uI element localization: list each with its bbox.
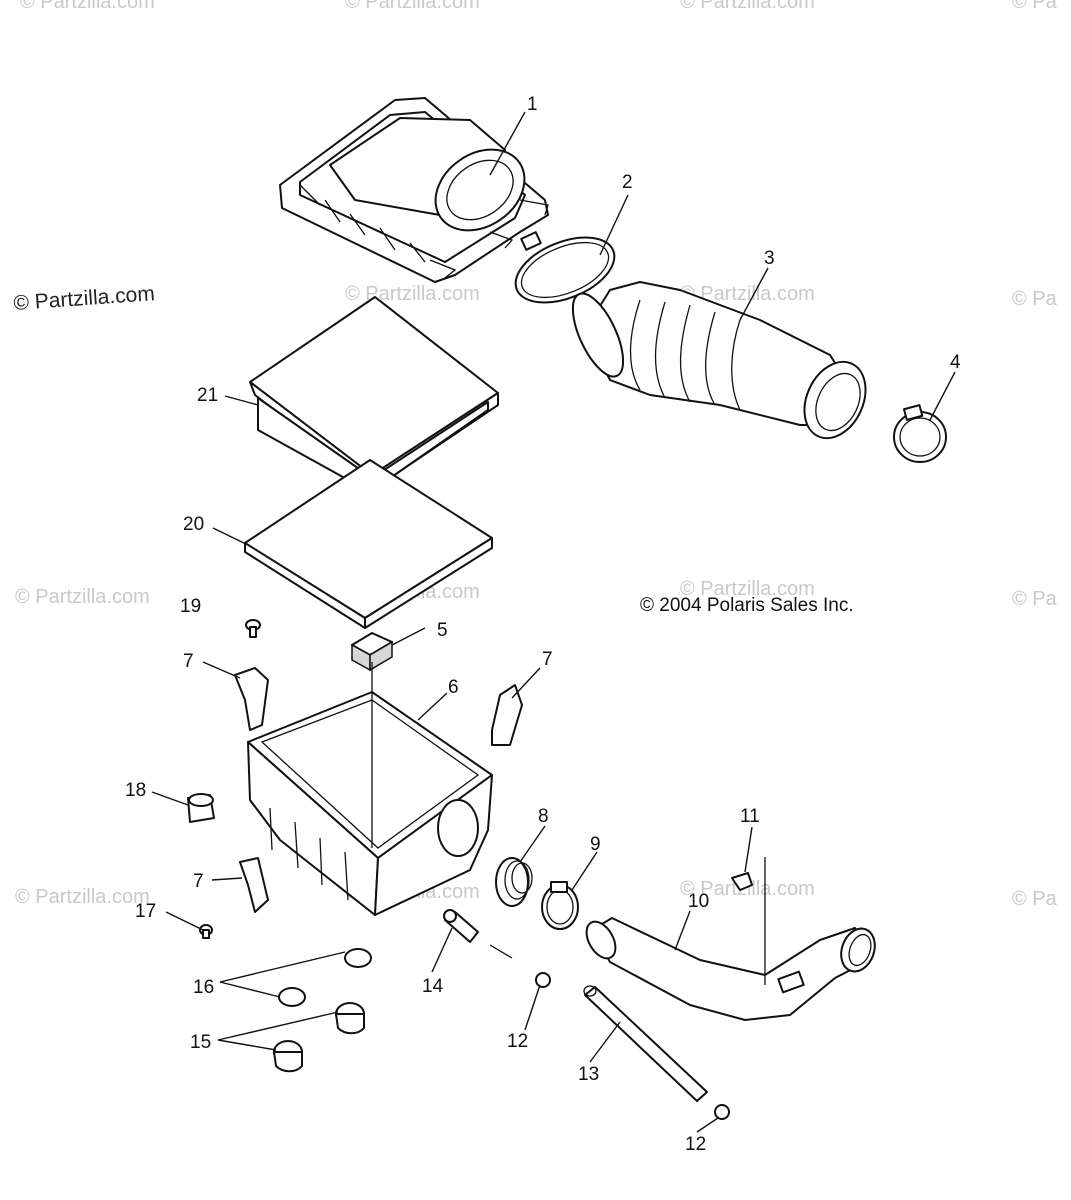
watermark-row2-2: © Partzilla.com (680, 283, 815, 305)
callout-21: 21 (197, 385, 218, 406)
callout-9: 9 (590, 834, 601, 855)
leader-lines (151, 111, 956, 1133)
watermark-row3-4: © Pa (1012, 588, 1058, 610)
callout-13: 13 (578, 1064, 599, 1085)
watermark-row4-1: © Partzilla.com (15, 886, 150, 908)
callout-16: 16 (193, 977, 214, 998)
callout-7c: 7 (193, 871, 204, 892)
part-16-clamps (278, 948, 372, 1007)
callout-7b: 7 (542, 649, 553, 670)
callout-5: 5 (437, 620, 448, 641)
callout-labels: 1 2 3 4 5 6 7 7 7 8 9 10 11 12 12 13 14 … (125, 94, 961, 1155)
part-20-prefilter (244, 459, 493, 629)
callout-11: 11 (740, 806, 760, 827)
copyright-text: © 2004 Polaris Sales Inc. (640, 595, 854, 616)
part-6-airbox (247, 662, 493, 916)
callout-17: 17 (135, 901, 156, 922)
watermark-row2-3: © Pa (1012, 288, 1058, 310)
part-5-block (351, 632, 393, 672)
callout-15: 15 (190, 1032, 211, 1053)
callout-7a: 7 (183, 651, 194, 672)
callout-14: 14 (422, 976, 444, 997)
part-8-grommet (495, 857, 533, 907)
part-21-filter (249, 296, 499, 493)
watermark-main: © Partzilla.com (13, 282, 156, 315)
callout-10: 10 (688, 891, 709, 912)
part-10-intake-tube (585, 857, 876, 1021)
watermark-top-4: © Pa (1012, 0, 1058, 13)
part-12-clamps (535, 972, 730, 1120)
callout-12b: 12 (685, 1134, 706, 1155)
watermark-top-2: © Partzilla.com (345, 0, 480, 13)
callout-20: 20 (183, 514, 204, 535)
callout-2: 2 (622, 172, 633, 193)
callout-12a: 12 (507, 1031, 528, 1052)
watermark-row3-3: © Partzilla.com (680, 578, 815, 600)
part-2-clamp (514, 231, 616, 304)
part-1-airbox-cover (279, 97, 549, 283)
part-3-intake-boot (571, 281, 867, 440)
callout-18: 18 (125, 780, 146, 801)
part-4-clamp (893, 404, 947, 463)
callout-19: 19 (180, 596, 201, 617)
watermark-top-3: © Partzilla.com (680, 0, 815, 13)
part-9-clamp (541, 881, 579, 930)
watermark-row4-4: © Pa (1012, 888, 1058, 910)
watermark-row3-1: © Partzilla.com (15, 586, 150, 608)
part-19-screw (245, 619, 261, 638)
part-7-brackets (234, 667, 523, 913)
part-17-screw (199, 924, 213, 939)
callout-6: 6 (448, 677, 459, 698)
watermark-row2-1: © Partzilla.com (345, 283, 480, 305)
part-13-tube (583, 985, 708, 1102)
watermark-row4-3: © Partzilla.com (680, 878, 815, 900)
callout-1: 1 (527, 94, 538, 115)
part-15-caps (273, 1002, 365, 1073)
callout-4: 4 (950, 352, 961, 373)
part-14-fitting (443, 909, 513, 959)
watermark-top-1: © Partzilla.com (20, 0, 155, 13)
part-11-clip (731, 872, 753, 891)
callout-8: 8 (538, 806, 549, 827)
callout-3: 3 (764, 248, 775, 269)
part-18-strap (187, 793, 215, 823)
